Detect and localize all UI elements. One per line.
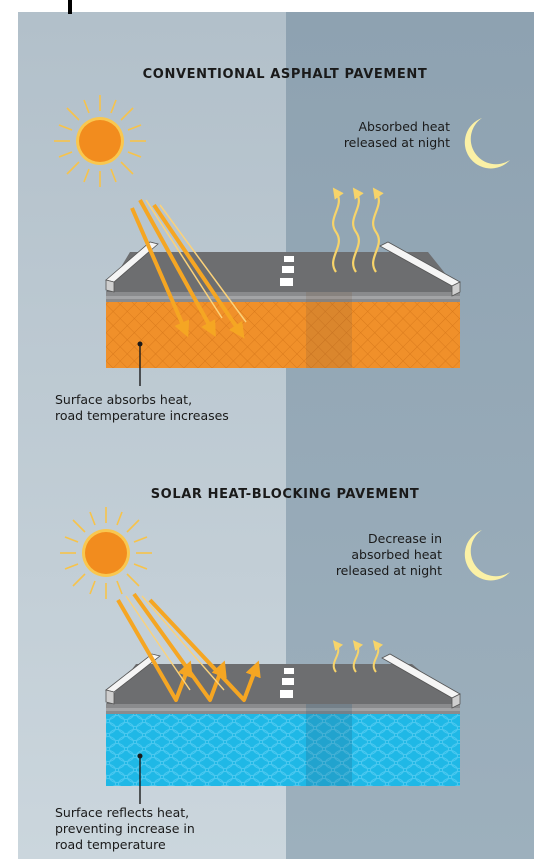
section-title: CONVENTIONAL ASPHALT PAVEMENT <box>142 67 428 82</box>
heat-wave-icon <box>332 640 384 673</box>
asphalt-road-block <box>105 241 461 368</box>
sun-icon <box>54 95 146 187</box>
caption-pointer-dot <box>137 753 143 759</box>
caption: Surface reflects heat, preventing increa… <box>55 805 195 852</box>
moon-icon <box>464 118 510 169</box>
caption-pointer-dot <box>137 341 143 347</box>
top-edge-mark <box>68 0 72 14</box>
sun-icon <box>60 507 152 599</box>
section-title: SOLAR HEAT-BLOCKING PAVEMENT <box>150 487 420 502</box>
caption: Surface absorbs heat, road temperature i… <box>55 392 229 423</box>
night-label: Absorbed heat released at night <box>343 119 450 150</box>
section-heat-blocking <box>60 507 510 804</box>
reflected-ray-highlight <box>125 595 225 691</box>
section-conventional <box>54 95 510 386</box>
heat-blocking-road-block <box>105 653 461 786</box>
moon-icon <box>464 530 510 581</box>
reflected-ray-arrow <box>116 592 261 702</box>
incoming-ray-highlight <box>145 199 247 323</box>
incoming-ray-arrow <box>130 199 245 339</box>
heat-wave-icon <box>332 187 384 273</box>
night-label: Decrease in absorbed heat released at ni… <box>335 531 442 578</box>
